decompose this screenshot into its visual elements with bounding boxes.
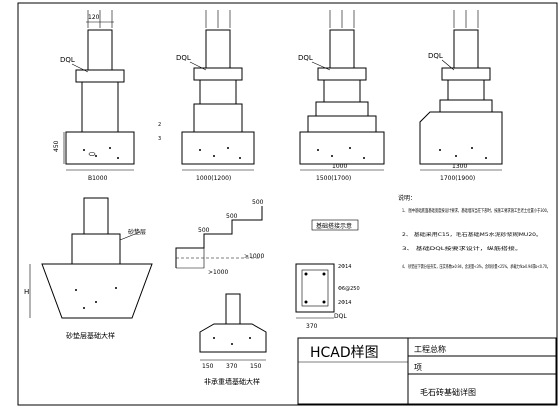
step-w1: 500	[198, 227, 210, 234]
stirrup: Φ6@250	[338, 286, 360, 292]
ring-beam-detail: 2Φ14 Φ6@250 2Φ14 370 DQL	[295, 263, 360, 330]
dim-top-1: 120	[88, 14, 100, 21]
dim-sub-3: 1000	[332, 163, 347, 170]
sand-cushion-detail: 砂垫层 H 砂垫层基础大样	[24, 197, 153, 340]
sand-caption: 砂垫层基础大样	[66, 331, 115, 340]
title-block: HCAD样图 工程总称 项 毛石砖基础详图	[297, 337, 557, 405]
pipe-dim-1: 150	[202, 363, 214, 370]
h-label: H	[24, 288, 29, 296]
step-w2: 500	[226, 213, 238, 220]
pipe-caption: 非承重墙基础大样	[204, 377, 260, 386]
foundation-detail-2: 2 3 1000(1200) DQL	[158, 10, 255, 182]
pipe-dim-3: 150	[250, 363, 262, 370]
logo-text: HCAD样图	[310, 345, 379, 361]
dql-label-3: DQL	[298, 54, 313, 62]
width-label-3: 1500(1700)	[316, 175, 351, 182]
row2-label: 项	[414, 363, 422, 372]
foundation-detail-3: 1000 1500(1700) DQL	[298, 10, 385, 182]
step-detail: 500 500 500 >1000 >1000 基础搭接示意	[175, 199, 359, 276]
width-label-1: B1000	[88, 175, 108, 182]
foundation-detail-4: 1300 1700(1900) DQL	[419, 10, 503, 182]
foundation-detail-1: 120 450 B1000 DQL	[53, 10, 135, 182]
notes-heading: 说明：	[398, 194, 416, 202]
beam-width: 370	[306, 323, 318, 330]
dim-depth-1: 450	[53, 140, 60, 152]
svg-text:3: 3	[158, 136, 161, 142]
note-3: 3、 基础DQL按要求设计，纵筋搭接。	[402, 245, 522, 252]
dim-sub-4: 1300	[452, 163, 467, 170]
step-note2: >1000	[208, 269, 228, 276]
notes: 说明： 1、 图中基础底面基础宽度按设计要求，基础埋深当在下部时，按施工要求施工…	[398, 194, 550, 270]
bars-bottom: 2Φ14	[338, 300, 351, 306]
pipe-dim-2: 370	[226, 363, 238, 370]
step-note1: >1000	[244, 253, 264, 260]
svg-text:2: 2	[158, 122, 161, 128]
width-label-4: 1700(1900)	[440, 175, 475, 182]
step-w3: 500	[252, 199, 264, 206]
note-1: 1、 图中基础底面基础宽度按设计要求，基础埋深当在下部时，按施工要求施工至老土位…	[402, 207, 550, 214]
note-4: 4、 砂垫层下需分层夯实，压实系数≥0.94，含泥量<3%，含砾砂量<25%，承…	[402, 263, 550, 270]
sheet-border	[17, 2, 558, 406]
sand-fill-label: 砂垫层	[128, 228, 146, 236]
non-bearing-wall-detail: 150 370 150 非承重墙基础大样	[199, 293, 267, 386]
dql-label-4: DQL	[428, 52, 443, 60]
step-caption: 基础搭接示意	[316, 222, 352, 230]
dql-label-1: DQL	[60, 56, 75, 64]
width-label-2: 1000(1200)	[196, 175, 231, 182]
project-label: 工程总称	[414, 344, 446, 354]
bars-top: 2Φ14	[338, 264, 351, 270]
drawing-name: 毛石砖基础详图	[420, 387, 476, 397]
beam-label: DQL	[334, 313, 347, 320]
dql-label-2: DQL	[176, 54, 191, 62]
note-2: 2、 基础采用C15，毛石基础M5水泥砂浆砌MU20。	[402, 231, 542, 238]
